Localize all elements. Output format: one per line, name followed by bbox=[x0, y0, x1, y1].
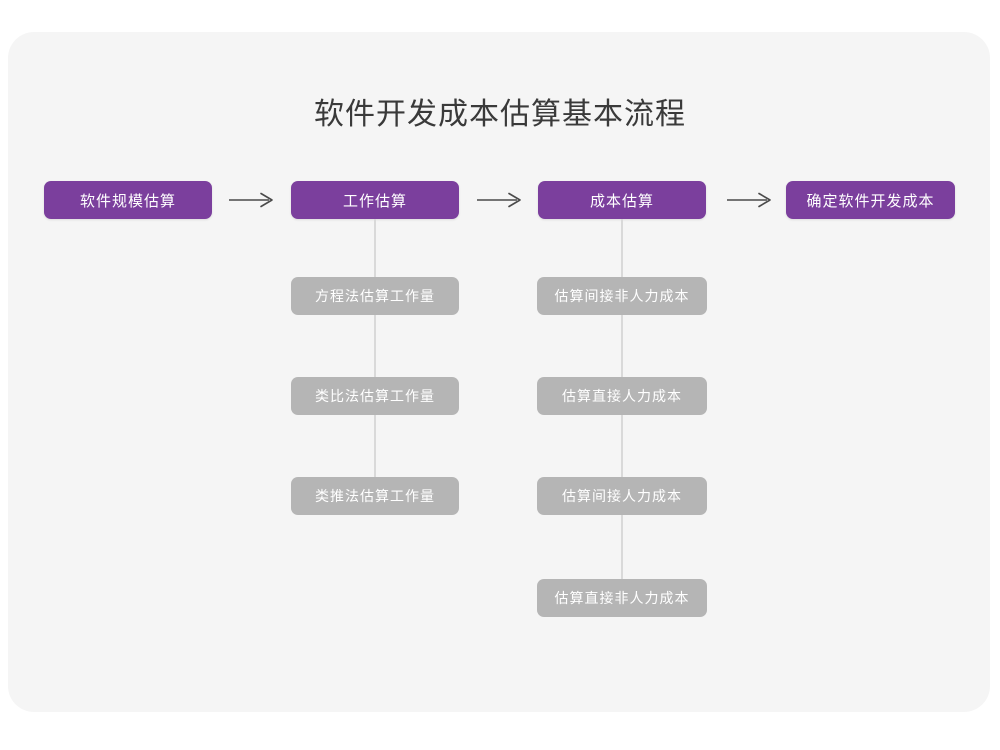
stage-box-cost-estimation[interactable]: 成本估算 bbox=[538, 181, 706, 219]
sub-box-label: 类推法估算工作量 bbox=[315, 488, 435, 504]
stage-box-label: 工作估算 bbox=[342, 192, 407, 210]
page-title: 软件开发成本估算基本流程 bbox=[314, 98, 686, 131]
connector-line-stage-2 bbox=[374, 219, 376, 497]
sub-box-label: 估算间接人力成本 bbox=[562, 488, 682, 504]
stage-box-effort-estimation[interactable]: 工作估算 bbox=[291, 181, 459, 219]
sub-box-indirect-labor-cost[interactable]: 估算间接人力成本 bbox=[537, 477, 707, 515]
sub-box-label: 估算直接非人力成本 bbox=[554, 590, 690, 606]
sub-box-direct-nonlabor-cost[interactable]: 估算直接非人力成本 bbox=[537, 579, 707, 617]
right-arrow-icon bbox=[726, 188, 774, 212]
sub-box-inference-method-effort[interactable]: 类推法估算工作量 bbox=[291, 477, 459, 515]
sub-box-label: 方程法估算工作量 bbox=[315, 288, 435, 304]
sub-box-indirect-nonlabor-cost[interactable]: 估算间接非人力成本 bbox=[537, 277, 707, 315]
sub-box-label: 估算间接非人力成本 bbox=[554, 288, 690, 304]
sub-box-equation-method-effort[interactable]: 方程法估算工作量 bbox=[291, 277, 459, 315]
stage-box-determine-development-cost[interactable]: 确定软件开发成本 bbox=[786, 181, 955, 219]
sub-box-label: 估算直接人力成本 bbox=[562, 388, 682, 404]
stage-box-software-size-estimation[interactable]: 软件规模估算 bbox=[44, 181, 212, 219]
sub-box-analogy-method-effort[interactable]: 类比法估算工作量 bbox=[291, 377, 459, 415]
slide-card-background bbox=[8, 32, 990, 712]
right-arrow-icon bbox=[228, 188, 276, 212]
sub-box-direct-labor-cost[interactable]: 估算直接人力成本 bbox=[537, 377, 707, 415]
stage-box-label: 成本估算 bbox=[589, 192, 654, 210]
stage-box-label: 软件规模估算 bbox=[79, 192, 176, 210]
sub-box-label: 类比法估算工作量 bbox=[315, 388, 435, 404]
right-arrow-icon bbox=[476, 188, 524, 212]
stage-box-label: 确定软件开发成本 bbox=[806, 192, 935, 210]
